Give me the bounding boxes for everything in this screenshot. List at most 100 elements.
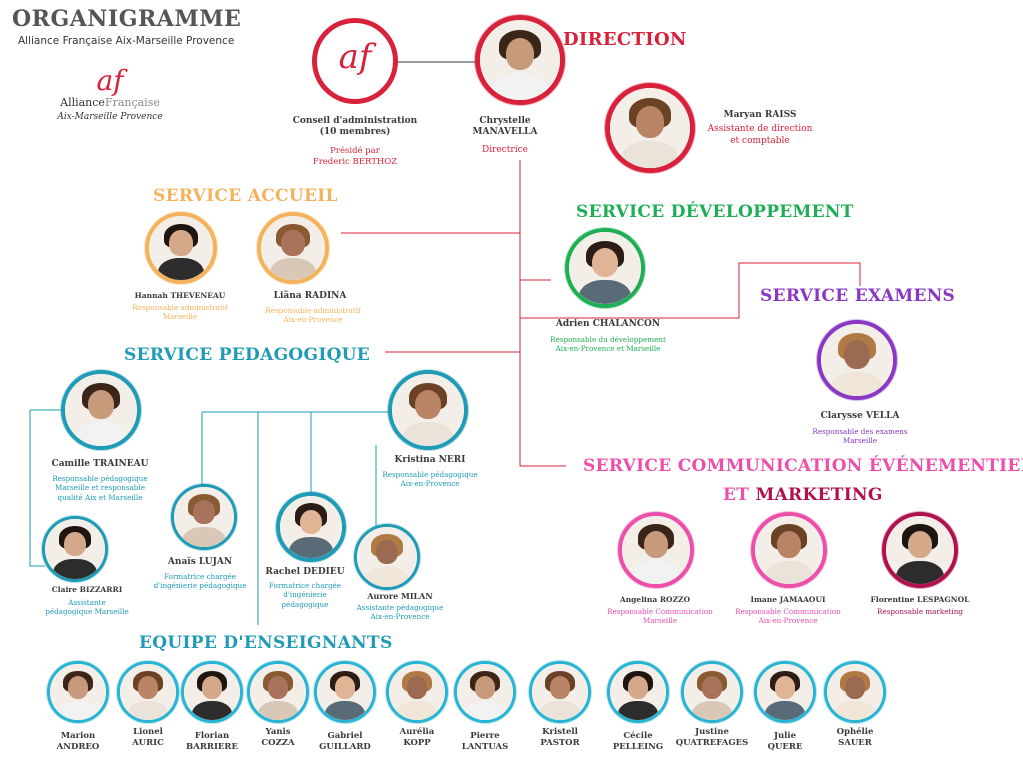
teacher-photo bbox=[681, 661, 743, 723]
clothing-shape bbox=[464, 700, 506, 720]
claire-photo bbox=[42, 516, 108, 582]
clothing-shape bbox=[764, 560, 814, 584]
rachel-name: Rachel DEDIEU bbox=[265, 567, 345, 577]
teacher-photo bbox=[314, 661, 376, 723]
clarysse-name: Clarysse VELLA bbox=[820, 411, 900, 421]
adrien-role-line1: Responsable du développement bbox=[550, 335, 666, 344]
teacher-photo bbox=[47, 661, 109, 723]
teacher-photo bbox=[181, 661, 243, 723]
liana-photo bbox=[257, 212, 329, 284]
kristina-name: Kristina NERI bbox=[394, 455, 466, 465]
teacher-photo bbox=[607, 661, 669, 723]
teacher-photo bbox=[529, 661, 591, 723]
claire-role-line2: pédagogique Marseille bbox=[45, 607, 129, 617]
adrien-role: Responsable du développement Aix-en-Prov… bbox=[533, 335, 683, 354]
face-shape bbox=[193, 500, 215, 525]
director-first-name: Chrystelle bbox=[479, 116, 531, 126]
teacher-first-name: Florian bbox=[194, 731, 230, 741]
camille-photo bbox=[61, 370, 141, 450]
clothing-shape bbox=[764, 700, 806, 720]
teacher-last-name: COZZA bbox=[261, 737, 295, 748]
clarysse-role-line2: Marseille bbox=[842, 436, 878, 446]
teacher-first-name: Cécile bbox=[623, 731, 653, 741]
face-shape bbox=[907, 530, 933, 559]
aurore-name: Aurore MILAN bbox=[367, 591, 433, 601]
anais-role-line1: Formatrice chargée bbox=[163, 572, 237, 581]
face-shape bbox=[774, 676, 796, 699]
face-shape bbox=[635, 105, 665, 138]
assistant-direction-photo bbox=[605, 83, 695, 173]
examens-link bbox=[520, 262, 861, 319]
conseil-logo-circle: af bbox=[312, 18, 398, 104]
aurore-role-line2: Aix-en-Provence bbox=[370, 612, 430, 622]
teacher-last-name: PELLEING bbox=[612, 741, 664, 752]
clothing-shape bbox=[396, 700, 438, 720]
rachel-photo bbox=[276, 492, 346, 562]
aurore-role: Assistante pédagogique Aix-en-Provence bbox=[340, 603, 460, 622]
face-shape bbox=[267, 676, 289, 699]
teacher-first-name: Lionel bbox=[133, 727, 163, 737]
teacher-photo bbox=[824, 661, 886, 723]
camille-role-line1: Responsable pédagogique bbox=[52, 474, 148, 483]
clothing-shape bbox=[895, 560, 945, 584]
face-shape bbox=[169, 230, 193, 256]
conseil-line1: Conseil d'administration bbox=[292, 116, 418, 126]
clothing-shape bbox=[691, 700, 733, 720]
liana-role-line2: Aix-en-Provence bbox=[283, 315, 343, 325]
kristina-role-line2: Aix-en-Provence bbox=[400, 479, 460, 489]
alliance-francaise-logo: af AllianceFrançaise Aix-Marseille Prove… bbox=[55, 66, 165, 141]
face-shape bbox=[627, 676, 649, 699]
service-pedagogique-title: SERVICE PEDAGOGIQUE bbox=[124, 345, 371, 365]
imane-role-line1: Responsable Communication bbox=[735, 607, 841, 616]
face-shape bbox=[64, 532, 86, 557]
conseil-president-name: Frederic BERTHOZ bbox=[312, 157, 398, 168]
aurore-role-line1: Assistante pédagogique bbox=[356, 603, 444, 612]
clothing-shape bbox=[57, 700, 99, 720]
hannah-role-line1: Responsable administratif bbox=[132, 303, 228, 312]
angelina-photo bbox=[618, 512, 694, 588]
camille-name: Camille TRAINEAU bbox=[51, 459, 149, 469]
page-subtitle: Alliance Française Aix-Marseille Provenc… bbox=[18, 35, 235, 47]
adrien-photo bbox=[565, 228, 645, 308]
liana-role: Responsable administratif Aix-en-Provenc… bbox=[248, 306, 378, 325]
clothing-shape bbox=[269, 258, 317, 280]
angelina-role-line2: Marseille bbox=[642, 616, 678, 626]
clothing-shape bbox=[402, 421, 454, 446]
face-shape bbox=[592, 247, 618, 277]
clothing-shape bbox=[365, 566, 409, 587]
clothing-shape bbox=[621, 140, 679, 168]
teacher-photo bbox=[754, 661, 816, 723]
teacher-last-name: BARRIERE bbox=[186, 741, 238, 752]
clothing-shape bbox=[579, 279, 631, 304]
clarysse-photo bbox=[817, 320, 897, 400]
director-last-name: MANAVELLA bbox=[472, 127, 538, 138]
teacher-last-name: LANTUAS bbox=[461, 741, 509, 752]
teacher-last-name: GUILLARD bbox=[319, 741, 371, 752]
rachel-role: Formatrice chargée d'ingénierie pédagogi… bbox=[245, 581, 365, 609]
clothing-shape bbox=[834, 700, 876, 720]
logo-wordmark: AllianceFrançaise bbox=[55, 96, 165, 110]
claire-role: Assistante pédagogique Marseille bbox=[27, 598, 147, 617]
anais-photo bbox=[171, 484, 237, 550]
assistant-direction-role: Assistante de direction et comptable bbox=[690, 124, 830, 147]
clarysse-role-line1: Responsable des examens bbox=[812, 427, 908, 436]
teacher-photo bbox=[117, 661, 179, 723]
clothing-shape bbox=[631, 560, 681, 584]
hannah-role: Responsable administratif Marseille bbox=[115, 303, 245, 322]
director-photo bbox=[475, 15, 565, 105]
kristina-role: Responsable pédagogique Aix-en-Provence bbox=[360, 470, 500, 489]
director-role: Directrice bbox=[482, 145, 528, 155]
teacher-photo bbox=[386, 661, 448, 723]
service-marketing-title: ET MARKETING bbox=[723, 485, 883, 505]
service-communication-title: SERVICE COMMUNICATION ÉVÉNEMENTIEL bbox=[583, 456, 1023, 476]
teacher-first-name: Justine bbox=[695, 727, 729, 737]
clarysse-role: Responsable des examens Marseille bbox=[790, 427, 930, 446]
face-shape bbox=[415, 389, 441, 419]
florentine-role: Responsable marketing bbox=[877, 607, 963, 616]
